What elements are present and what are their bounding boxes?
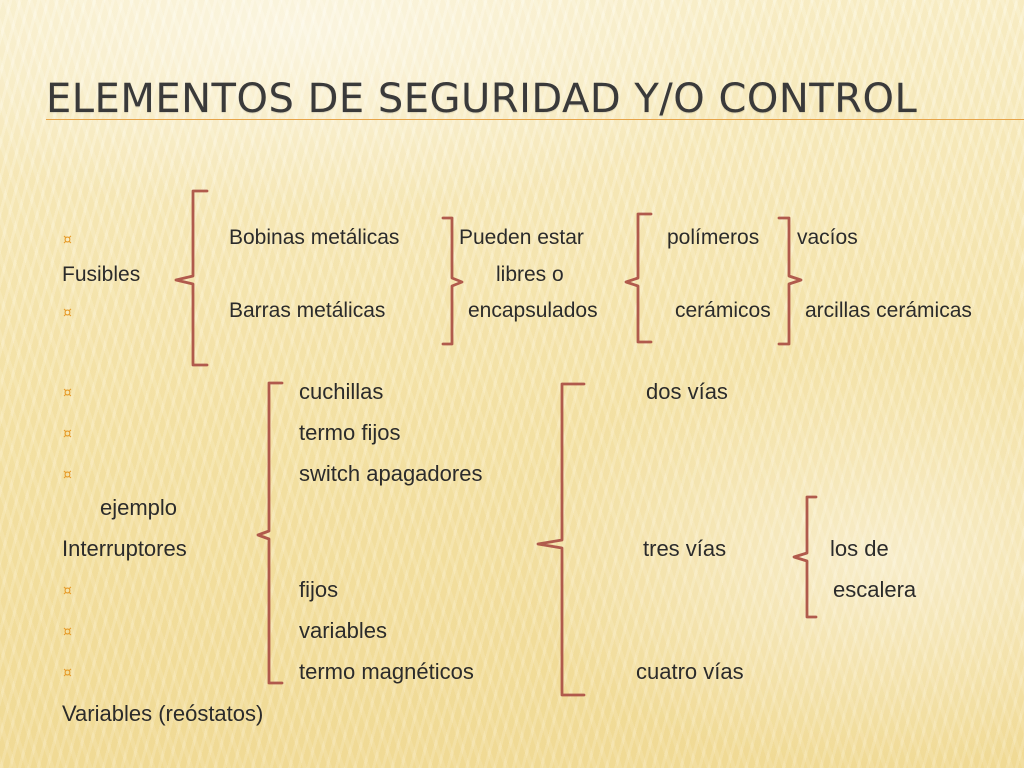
fusible-material-polimeros: polímeros — [667, 226, 760, 249]
interruptores-label: Interruptores — [62, 536, 187, 561]
interruptor-type-termo-fijos: termo fijos — [299, 420, 401, 445]
x-bullet-icon: ¤ — [63, 467, 72, 483]
interruptor-way-dos: dos vías — [646, 379, 728, 404]
fusible-state-libres: libres o — [496, 263, 564, 286]
fusible-type-bobinas: Bobinas metálicas — [229, 226, 400, 249]
materials-bracket — [624, 212, 653, 344]
fusible-state-pueden: Pueden estar — [459, 226, 584, 249]
fusible-material-ceramicos: cerámicos — [675, 299, 771, 322]
variables-label: Variables (reóstatos) — [62, 701, 264, 726]
interruptor-way-cuatro: cuatro vías — [636, 659, 744, 684]
x-bullet-icon: ¤ — [63, 426, 72, 442]
fusibles-main-bracket — [174, 189, 209, 367]
tres-vias-detail-los-de: los de — [830, 536, 889, 561]
fusibles-label: Fusibles — [62, 263, 141, 286]
title-underline — [46, 119, 1024, 120]
interruptor-type-cuchillas: cuchillas — [299, 379, 384, 404]
interruptor-type-switch: switch apagadores — [299, 461, 483, 486]
x-bullet-icon: ¤ — [63, 583, 72, 599]
tres-vias-bracket — [792, 495, 818, 619]
fusible-state-encapsulados: encapsulados — [468, 299, 598, 322]
interruptores-types-bracket — [256, 381, 284, 685]
interruptor-way-tres: tres vías — [643, 536, 727, 561]
x-bullet-icon: ¤ — [63, 232, 72, 248]
interruptor-type-termo-magneticos: termo magnéticos — [299, 659, 474, 684]
fillings-bracket — [777, 216, 803, 346]
interruptores-ways-bracket — [536, 382, 586, 697]
fusible-filling-arcillas: arcillas cerámicas — [805, 299, 972, 322]
fusible-filling-vacios: vacíos — [797, 226, 858, 249]
fusible-type-barras: Barras metálicas — [229, 299, 386, 322]
x-bullet-icon: ¤ — [63, 385, 72, 401]
x-bullet-icon: ¤ — [63, 665, 72, 681]
state-bracket-left — [441, 216, 464, 346]
interruptor-type-fijos: fijos — [299, 577, 339, 602]
x-bullet-icon: ¤ — [63, 305, 72, 321]
interruptor-type-variables: variables — [299, 618, 388, 643]
tres-vias-detail-escalera: escalera — [833, 577, 917, 602]
slide-title: Elementos de seguridad y/o control — [46, 76, 918, 122]
example-label: ejemplo — [100, 495, 178, 520]
x-bullet-icon: ¤ — [63, 624, 72, 640]
